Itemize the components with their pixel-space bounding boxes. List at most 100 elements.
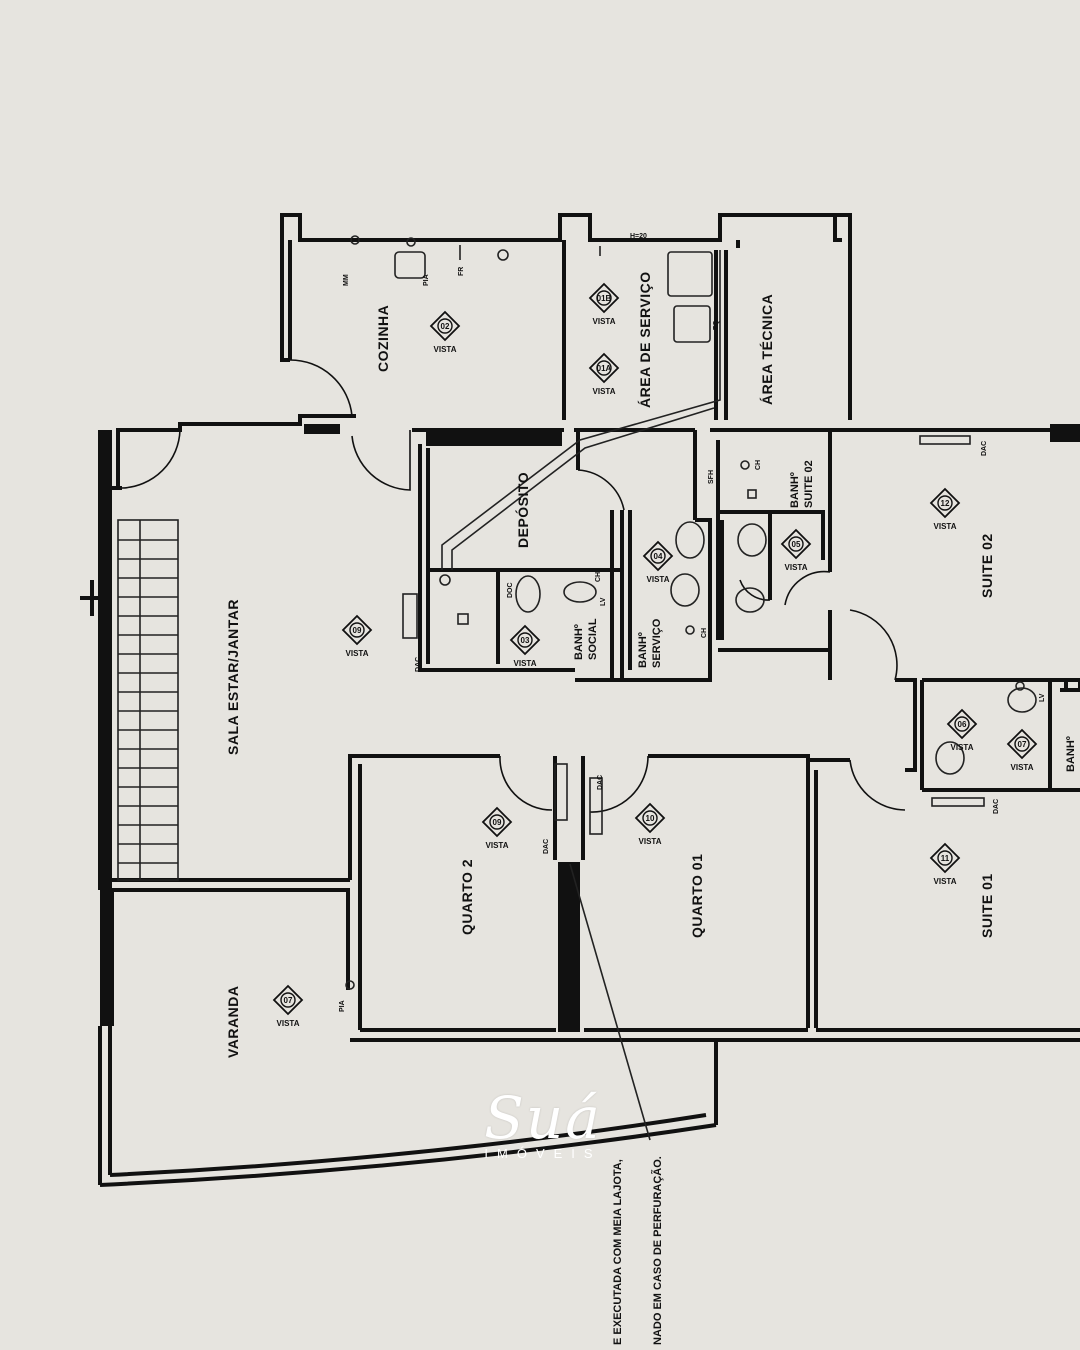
vista-circle — [596, 290, 612, 306]
vista-marker-servico_b: 01B VISTA — [588, 282, 620, 326]
vista-circle — [280, 992, 296, 1008]
tag-dac-quarto2: DAC — [543, 839, 550, 854]
tag-ch-servico: CH — [701, 628, 708, 638]
tag-pia-varanda: PIA — [339, 1000, 346, 1012]
vista-arrow — [642, 540, 674, 572]
vista-number: 12 — [941, 499, 950, 508]
vista-circle — [596, 360, 612, 376]
label-sala: SALA ESTAR/JANTAR — [225, 599, 241, 755]
vista-label: VISTA — [514, 659, 537, 668]
tag-doc-social: DOC — [507, 582, 514, 598]
vista-number: 01B — [597, 294, 612, 303]
label-area-tecnica: ÁREA TÉCNICA — [759, 294, 775, 405]
fixtures — [345, 235, 1037, 990]
label-area-servico: ÁREA DE SERVIÇO — [637, 271, 653, 408]
vista-label: VISTA — [934, 522, 957, 531]
vista-number: 07 — [1018, 740, 1027, 749]
label-quarto01: QUARTO 01 — [689, 854, 705, 938]
label-banho-social-2: SOCIAL — [587, 618, 599, 660]
label-varanda: VARANDA — [225, 986, 241, 1058]
label-banho-suite02-1: BANHº — [789, 472, 801, 508]
vista-label: VISTA — [593, 317, 616, 326]
vista-label: VISTA — [434, 345, 457, 354]
vista-number: 04 — [654, 552, 663, 561]
vista-circle — [517, 632, 533, 648]
logo-brand-text: Suá — [484, 1084, 602, 1152]
brand-logo: Suá IMÓVEIS — [448, 1088, 638, 1178]
vista-number: 09 — [493, 818, 502, 827]
tag-fr: FR — [458, 267, 465, 276]
vista-circle — [788, 536, 804, 552]
tag-h: H=20 — [630, 233, 647, 240]
label-banho-servico-1: BANHº — [637, 632, 649, 668]
vista-arrow — [780, 528, 812, 560]
vista-arrow — [634, 802, 666, 834]
vista-label: VISTA — [785, 563, 808, 572]
vista-markers: 02VISTA01BVISTA01AVISTA09VISTA03VISTA04V… — [272, 282, 1038, 1028]
vista-circle — [1014, 736, 1030, 752]
vista-arrow — [509, 624, 541, 656]
vista-label: VISTA — [346, 649, 369, 658]
label-quarto2: QUARTO 2 — [459, 859, 475, 935]
vista-circle — [650, 548, 666, 564]
vista-number: 03 — [521, 636, 530, 645]
pipe-lines — [441, 250, 721, 1141]
fixture-tags: MM PIA FR H=20 TQ SFH DAC DOC LV CH CH D… — [339, 233, 1046, 1012]
vista-label: VISTA — [639, 837, 662, 846]
vista-arrow — [481, 806, 513, 838]
vista-arrow — [588, 352, 620, 384]
plan-note: E EXECUTADA COM MEIA LAJOTA, NADO EM CAS… — [612, 1156, 664, 1345]
vista-arrow — [929, 487, 961, 519]
label-banho-suite02-2: SUITE 02 — [803, 460, 815, 508]
note-line-1: E EXECUTADA COM MEIA LAJOTA, — [612, 1159, 624, 1345]
vista-circle — [937, 495, 953, 511]
vista-label: VISTA — [951, 743, 974, 752]
vista-circle — [437, 318, 453, 334]
tag-ch-suite02: CH — [755, 460, 762, 470]
tag-pia-kitchen: PIA — [423, 274, 430, 286]
vista-circle — [489, 814, 505, 830]
label-deposito: DEPÓSITO — [514, 472, 531, 548]
vista-circle — [954, 716, 970, 732]
vista-label: VISTA — [486, 841, 509, 850]
vista-circle — [937, 850, 953, 866]
vista-circle — [349, 622, 365, 638]
vista-number: 06 — [958, 720, 967, 729]
vista-number: 10 — [646, 814, 655, 823]
vista-arrow — [341, 614, 373, 646]
vista-number: 09 — [353, 626, 362, 635]
vista-label: VISTA — [1011, 763, 1034, 772]
vista-label: VISTA — [647, 575, 670, 584]
vista-arrow — [1006, 728, 1038, 760]
staircase — [117, 519, 179, 881]
vista-arrow — [429, 310, 461, 342]
tag-lv-social: LV — [600, 597, 607, 606]
label-banho-suite01: BANHº — [1065, 736, 1077, 772]
tag-dac-deposito: DAC — [415, 657, 422, 672]
vista-arrow — [272, 984, 304, 1016]
tag-lv-suite01: LV — [1039, 693, 1046, 702]
tag-mm: MM — [343, 274, 350, 286]
label-suite01: SUITE 01 — [979, 873, 995, 938]
doors — [121, 359, 906, 813]
label-banho-servico-2: SERVIÇO — [651, 618, 663, 668]
vista-number: 07 — [284, 996, 293, 1005]
vista-number: 01A — [597, 364, 612, 373]
vista-number: 02 — [441, 322, 450, 331]
vista-number: 05 — [792, 540, 801, 549]
label-banho-social-1: BANHº — [573, 624, 585, 660]
